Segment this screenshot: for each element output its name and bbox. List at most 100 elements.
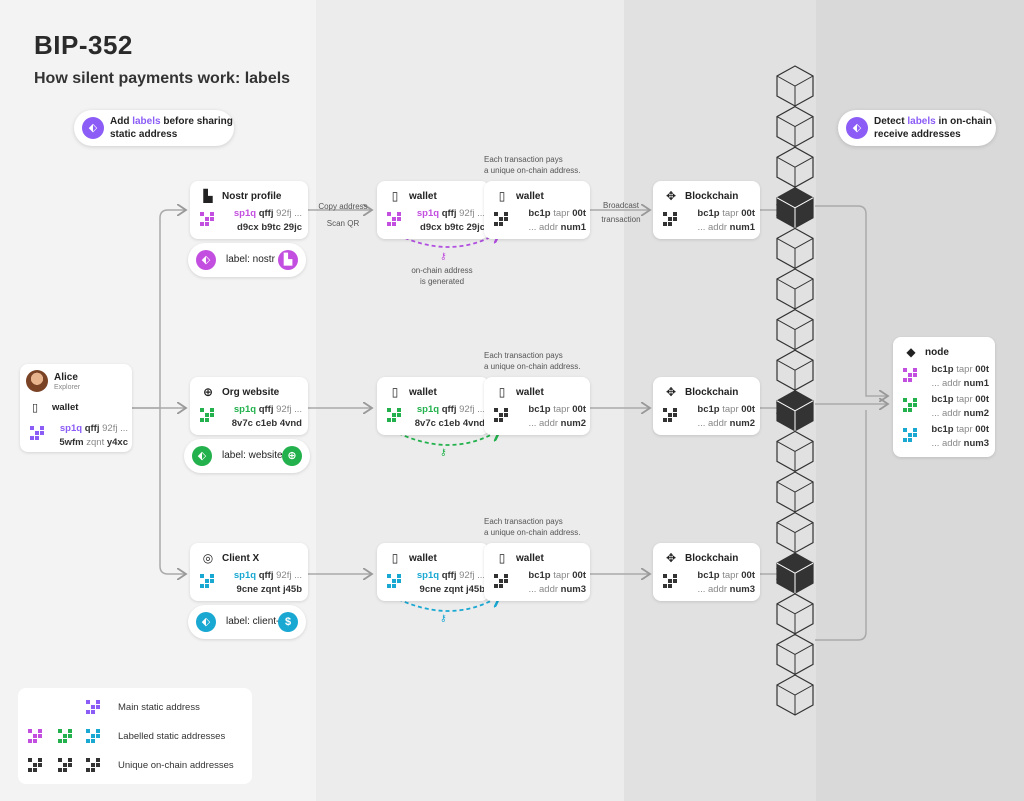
wallet-title: wallet — [409, 552, 437, 564]
node-address: bc1p tapr 00t ... addr num2 — [921, 393, 989, 421]
wallet-title: wallet — [516, 386, 544, 398]
callout-left-line2: static address — [110, 129, 178, 140]
block-edges — [776, 359, 814, 391]
legend-unique-label: Unique on-chain addresses — [118, 760, 234, 771]
blockchain-title: Blockchain — [685, 386, 739, 398]
address-ellipsis: ... — [528, 222, 537, 233]
address-suffix: 9cne zqnt j45b — [236, 584, 302, 595]
label-tag-icon: ⬖ — [82, 117, 104, 139]
blockchain-card: ✥Blockchain bc1p tapr 00t ... addr num2 — [653, 377, 760, 435]
phone-icon: ▯ — [498, 385, 506, 399]
page-subtitle: How silent payments work: labels — [34, 70, 291, 87]
blockchain-icon: ✥ — [665, 385, 677, 399]
address-part: qffj — [441, 208, 457, 219]
labelled-qr-icon — [387, 408, 401, 422]
address-part-muted: tapr — [722, 570, 739, 581]
labelled-qr-icon — [903, 398, 917, 412]
blockchain-card: ✥Blockchain bc1p tapr 00t ... addr num1 — [653, 181, 760, 239]
address-prefix: bc1p — [697, 208, 720, 219]
address-prefix: sp1q — [233, 208, 257, 219]
address-part: 00t — [572, 570, 586, 581]
address-num: num3 — [729, 584, 755, 595]
address-part-muted: 92fj ... — [459, 570, 485, 581]
blockchain-icon: ✥ — [665, 551, 677, 565]
address-prefix: sp1q — [416, 208, 440, 219]
label-tag-icon: ⬖ — [196, 612, 216, 632]
address-prefix: bc1p — [931, 424, 954, 435]
node-address: bc1p tapr 00t ... addr num1 — [921, 363, 989, 391]
labelled-qr-icon — [387, 574, 401, 588]
phone-icon: ▯ — [32, 402, 39, 414]
legend-clientx-qr-icon — [86, 729, 100, 743]
address-prefix: sp1q — [233, 404, 257, 415]
source-address: sp1q qffj 92fj ... 8v7c c1eb 4vnd — [220, 403, 302, 431]
unique-qr-icon — [663, 408, 677, 422]
address-part: 00t — [741, 208, 755, 219]
alice-role: Explorer — [54, 384, 81, 391]
generated-note-l1: on-chain address — [411, 266, 473, 275]
blockchain-title: Blockchain — [685, 190, 739, 202]
receiver-wallet-card: ▯wallet sp1q qffj 92fj ... 8v7c c1eb 4vn… — [377, 377, 489, 435]
main-static-qr-icon — [30, 426, 44, 440]
label-source-icon: ⊕ — [282, 446, 302, 466]
address-part-muted: addr — [708, 584, 728, 595]
wallet-title: wallet — [516, 190, 544, 202]
address-prefix: sp1q — [416, 570, 440, 581]
wallet-onchain-address: bc1p tapr 00t ... addr num3 — [512, 569, 586, 597]
address-part-muted: addr — [708, 418, 728, 429]
callout-right-line2: receive addresses — [874, 129, 961, 140]
block-edges — [776, 319, 814, 350]
wallet-title: wallet — [516, 552, 544, 564]
phone-icon: ▯ — [498, 551, 506, 565]
block-edges — [776, 643, 814, 675]
node-icon: ◆ — [906, 345, 916, 359]
address-part: 00t — [975, 394, 989, 405]
labelled-qr-icon — [200, 408, 214, 422]
address-part: qffj — [258, 570, 274, 581]
label-pill: ⬖ label: client-x $ — [188, 605, 306, 639]
legend-unique-qr-icon-2 — [58, 758, 72, 772]
phone-icon: ▯ — [391, 385, 399, 399]
address-ellipsis: ... — [528, 584, 537, 595]
address-num: num2 — [560, 418, 586, 429]
nostr-icon: ▙ — [203, 189, 213, 203]
labelled-qr-icon — [200, 574, 214, 588]
address-num: num1 — [729, 222, 755, 233]
label-source-icon: $ — [278, 612, 298, 632]
block-edges — [776, 197, 814, 228]
address-suffix: 8v7c c1eb 4vnd — [414, 418, 485, 429]
address-ellipsis: ... — [931, 438, 940, 449]
alice-address-b1: 5wfm — [59, 437, 84, 448]
address-num: num2 — [729, 418, 755, 429]
unique-address-note-l2: a unique on-chain address. — [484, 362, 581, 371]
address-part-muted: tapr — [553, 208, 570, 219]
address-num: num1 — [963, 378, 989, 389]
address-ellipsis: ... — [697, 418, 706, 429]
label-tag-icon: ⬖ — [196, 250, 216, 270]
legend-main-label: Main static address — [118, 702, 200, 713]
alice-name: Alice — [54, 372, 78, 383]
address-ellipsis: ... — [931, 408, 940, 419]
address-part-muted: 92fj ... — [276, 208, 302, 219]
address-part: 00t — [572, 208, 586, 219]
phone-icon: ▯ — [498, 189, 506, 203]
key-icon: ⚷ — [440, 613, 447, 623]
globe-icon: ⊕ — [202, 385, 214, 399]
wallet-static-address: sp1q qffj 92fj ... 9cne zqnt j45b — [405, 569, 485, 597]
address-part-muted: addr — [539, 418, 559, 429]
block-edges — [776, 400, 814, 431]
wallet-onchain-address: bc1p tapr 00t ... addr num2 — [512, 403, 586, 431]
address-num: num3 — [963, 438, 989, 449]
label-source-icon: ▙ — [278, 250, 298, 270]
key-icon: ⚷ — [440, 251, 447, 261]
address-part-muted: 92fj ... — [459, 208, 485, 219]
address-part: 00t — [975, 364, 989, 375]
address-ellipsis: ... — [931, 378, 940, 389]
legend-nostr-qr-icon — [28, 729, 42, 743]
address-part-muted: addr — [942, 378, 962, 389]
legend-unique-qr-icon-1 — [28, 758, 42, 772]
wallet-title: wallet — [409, 190, 437, 202]
scan-qr-note: Scan QR — [326, 219, 360, 228]
